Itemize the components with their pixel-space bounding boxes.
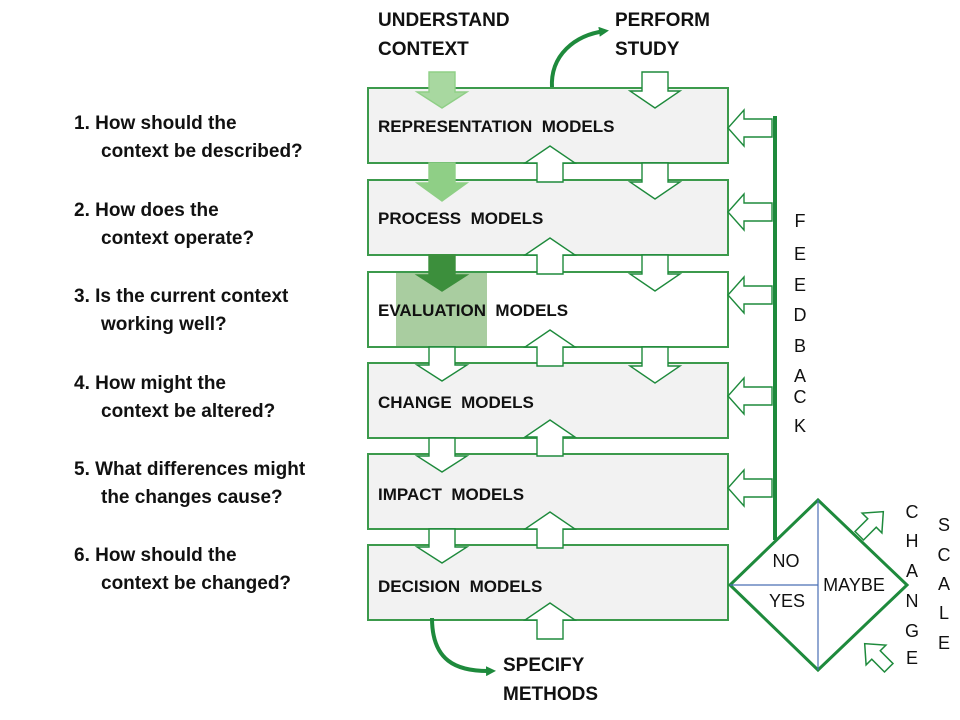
question-4-line2: context be altered? bbox=[101, 401, 276, 422]
feedback-letter: C bbox=[794, 387, 807, 407]
perform-study-label-line1: PERFORM bbox=[615, 10, 710, 31]
scale-label: S C A L E bbox=[938, 515, 951, 653]
specify-methods-arrow bbox=[430, 617, 496, 677]
question-1: 1. How should the context be described? bbox=[74, 110, 303, 166]
feedback-left-arrow bbox=[727, 376, 773, 416]
feedback-letter: E bbox=[794, 275, 806, 295]
understand-context-label-line2: CONTEXT bbox=[378, 39, 469, 60]
flow-down-arrow bbox=[414, 346, 470, 382]
flow-up-arrow bbox=[522, 145, 578, 183]
question-6-line1: 6. How should the bbox=[74, 545, 237, 566]
model-label-evaluation: EVALUATION MODELS bbox=[378, 301, 568, 320]
model-box-decision: DECISION MODELS bbox=[367, 544, 729, 621]
feedback-label: F E E D B A C K bbox=[794, 211, 807, 436]
question-2: 2. How does the context operate? bbox=[74, 197, 254, 253]
diamond-maybe-label: MAYBE bbox=[823, 575, 885, 595]
model-label-representation: REPRESENTATION MODELS bbox=[378, 117, 614, 136]
flow-up-arrow bbox=[522, 419, 578, 457]
question-5-line1: 5. What differences might bbox=[74, 459, 306, 480]
feedback-letter: F bbox=[795, 211, 806, 231]
question-3-line1: 3. Is the current context bbox=[74, 286, 289, 307]
diamond-no-label: NO bbox=[773, 551, 800, 571]
change-scale-arrow-down bbox=[863, 642, 895, 674]
understand-down-arrow bbox=[414, 71, 470, 109]
feedback-letter: A bbox=[794, 366, 806, 386]
model-label-process: PROCESS MODELS bbox=[378, 209, 543, 228]
scale-letter: E bbox=[938, 633, 950, 653]
question-5: 5. What differences might the changes ca… bbox=[74, 456, 305, 512]
question-6: 6. How should the context be changed? bbox=[74, 542, 291, 598]
understand-context-label-line1: UNDERSTAND bbox=[378, 10, 510, 31]
process-down-arrow-filled bbox=[414, 162, 470, 202]
question-2-line2: context operate? bbox=[101, 228, 255, 249]
question-5-line2: the changes cause? bbox=[101, 487, 283, 508]
diamond-yes-label: YES bbox=[769, 591, 805, 611]
question-3: 3. Is the current context working well? bbox=[74, 283, 288, 339]
feedback-left-arrow bbox=[727, 192, 773, 232]
perform-down-arrow bbox=[627, 162, 683, 200]
change-letter: E bbox=[906, 648, 918, 668]
feedback-letter: D bbox=[794, 305, 807, 325]
feedback-letter: B bbox=[794, 336, 806, 356]
model-label-decision: DECISION MODELS bbox=[378, 577, 542, 596]
feedback-letter: E bbox=[794, 244, 806, 264]
block-arrows bbox=[414, 71, 773, 640]
change-label: C H A N G E bbox=[905, 502, 919, 668]
change-scale-arrow-up bbox=[853, 510, 885, 542]
model-box-process: PROCESS MODELS bbox=[367, 179, 729, 256]
perform-down-arrow bbox=[627, 71, 683, 109]
scale-letter: L bbox=[939, 603, 949, 623]
change-letter: H bbox=[906, 531, 919, 551]
scale-letter: C bbox=[938, 545, 951, 565]
question-6-line2: context be changed? bbox=[101, 573, 292, 594]
feedback-letter: K bbox=[794, 416, 806, 436]
question-1-line2: context be described? bbox=[101, 141, 303, 162]
change-letter: N bbox=[906, 591, 919, 611]
feedback-left-arrow bbox=[727, 108, 773, 148]
change-letter: C bbox=[906, 502, 919, 522]
change-letter: G bbox=[905, 621, 919, 641]
flow-up-arrow bbox=[522, 329, 578, 367]
question-3-line2: working well? bbox=[101, 314, 227, 335]
specify-methods-label-line1: SPECIFY bbox=[503, 655, 585, 676]
flow-up-arrow bbox=[522, 511, 578, 549]
flow-up-arrow bbox=[522, 237, 578, 275]
feedback-left-arrow bbox=[727, 468, 773, 508]
flow-up-arrow bbox=[522, 602, 578, 640]
scale-letter: A bbox=[938, 574, 950, 594]
evaluation-down-arrow-filled bbox=[414, 254, 470, 292]
model-label-change: CHANGE MODELS bbox=[378, 393, 534, 412]
model-box-impact: IMPACT MODELS bbox=[367, 453, 729, 530]
flow-down-arrow bbox=[414, 437, 470, 473]
perform-study-label-line2: STUDY bbox=[615, 39, 680, 60]
model-label-impact: IMPACT MODELS bbox=[378, 485, 524, 504]
perform-down-arrow bbox=[627, 346, 683, 384]
feedback-left-arrow bbox=[727, 275, 773, 315]
decision-diamond: NO YES MAYBE bbox=[727, 497, 910, 673]
change-letter: A bbox=[906, 561, 918, 581]
flow-down-arrow bbox=[414, 528, 470, 564]
perform-study-arrow bbox=[549, 26, 609, 89]
question-4-line1: 4. How might the bbox=[74, 373, 226, 394]
perform-down-arrow bbox=[627, 254, 683, 292]
specify-methods-label-line2: METHODS bbox=[503, 684, 598, 705]
question-2-line1: 2. How does the bbox=[74, 200, 219, 221]
question-4: 4. How might the context be altered? bbox=[74, 370, 275, 426]
question-1-line1: 1. How should the bbox=[74, 113, 237, 134]
model-box-representation: REPRESENTATION MODELS bbox=[367, 87, 729, 164]
scale-letter: S bbox=[938, 515, 950, 535]
